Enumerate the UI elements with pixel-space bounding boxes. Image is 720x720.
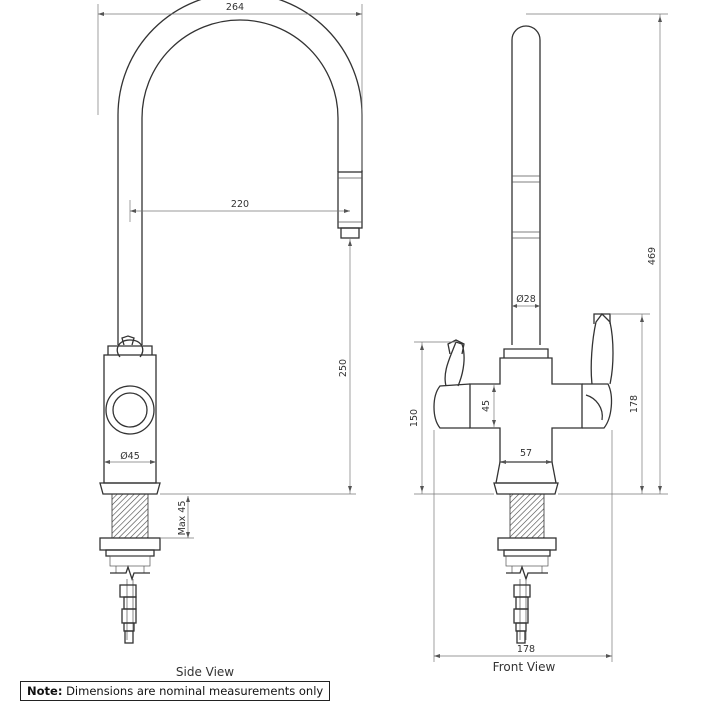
front-spout xyxy=(511,25,541,345)
front-left-handle xyxy=(433,383,471,429)
dim-spout-diameter: Ø28 xyxy=(516,294,536,305)
front-view: 469 Ø28 45 150 178 57 178 xyxy=(409,13,668,674)
side-connector-1 xyxy=(119,584,137,598)
side-view: 264 220 250 Ø45 Max 45 Side View xyxy=(97,0,363,679)
dim-overall-height: 469 xyxy=(647,247,658,265)
front-right-lever xyxy=(582,383,613,429)
dim-spout-height: 250 xyxy=(338,359,349,377)
note-label: Note: xyxy=(27,684,63,698)
side-spray-head xyxy=(337,171,363,229)
front-base-flange xyxy=(493,482,559,495)
dim-max-bench: Max 45 xyxy=(177,501,188,536)
dim-overall-width: 178 xyxy=(517,644,535,655)
dim-base-width: 57 xyxy=(520,448,532,459)
dim-body-width: 45 xyxy=(481,400,492,412)
side-spray-nozzle xyxy=(340,227,360,239)
dim-spout-reach: 220 xyxy=(231,199,249,210)
note-text: Dimensions are nominal measurements only xyxy=(66,684,324,698)
note-box: Note: Dimensions are nominal measurement… xyxy=(20,681,331,701)
side-spout-outer xyxy=(117,0,363,345)
side-view-caption: Side View xyxy=(176,665,234,679)
dim-handle-height: 178 xyxy=(629,395,640,413)
front-connector-1 xyxy=(513,584,531,598)
front-view-caption: Front View xyxy=(493,660,556,674)
side-spout-inner xyxy=(141,19,339,345)
side-break-symbol xyxy=(110,564,150,582)
dim-overall-reach: 264 xyxy=(226,2,244,13)
dim-body-diameter: Ø45 xyxy=(120,451,140,462)
side-threaded-shank xyxy=(111,493,149,539)
side-mount-bracket xyxy=(99,537,161,551)
dim-body-height: 150 xyxy=(409,409,420,427)
side-body xyxy=(103,354,157,484)
front-threaded-shank xyxy=(509,493,545,539)
front-mount-bracket xyxy=(497,537,557,551)
side-base-flange xyxy=(99,482,161,495)
front-break-symbol xyxy=(506,564,548,582)
side-connector-2 xyxy=(121,608,137,624)
side-handle-hub-outer xyxy=(105,385,155,435)
side-handle-hub-inner xyxy=(112,392,148,428)
